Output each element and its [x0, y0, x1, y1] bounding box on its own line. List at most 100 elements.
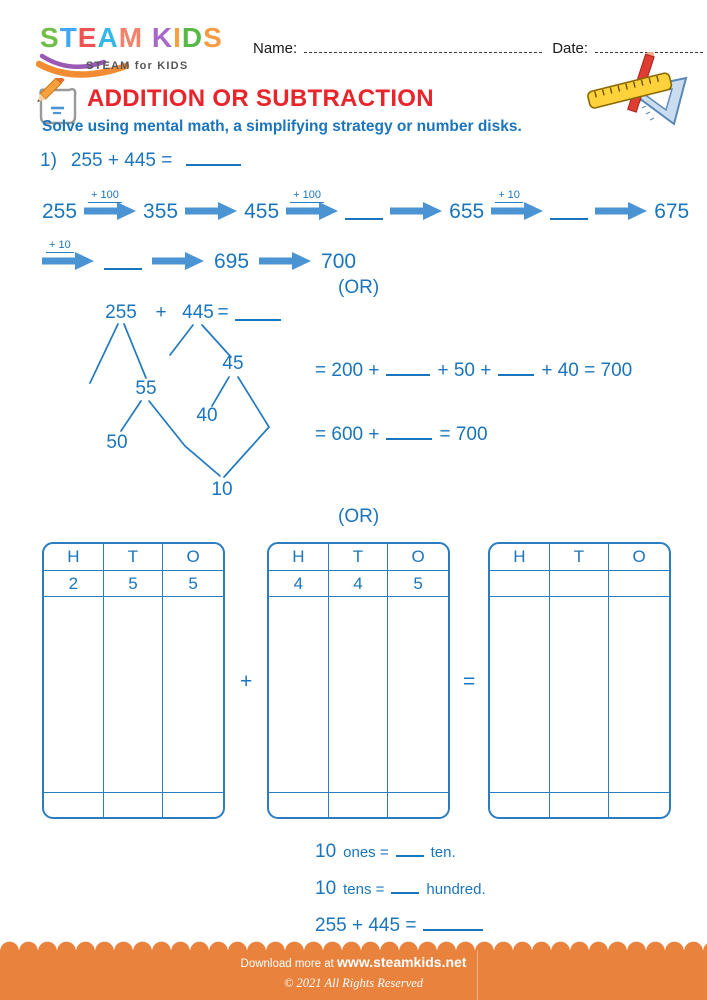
equation-text: = 600 +: [315, 424, 380, 445]
arrow-increment-label: + 10: [495, 189, 523, 203]
bond-addend-2: 445: [182, 302, 214, 323]
bond-node-45: 45: [222, 353, 244, 374]
pv-header-cell: T: [328, 544, 389, 571]
numberline-number: 255: [42, 200, 78, 223]
pv-workspace-cell: [328, 597, 389, 793]
tables-equals-sign: =: [463, 670, 476, 693]
logo-letter: A: [97, 22, 119, 53]
answer-blank: [498, 359, 535, 376]
numberline-number: 655: [449, 200, 485, 223]
final-equation: 255 + 445 =: [315, 915, 417, 936]
pv-digit-cell: [490, 571, 550, 597]
regroup-number: 10: [315, 878, 337, 899]
arrow-increment-label: + 100: [290, 189, 324, 203]
answer-blank: [345, 203, 384, 220]
arrow-increment-label: + 100: [88, 189, 122, 203]
number-bond-lines: [89, 323, 271, 478]
bond-plus-sign: +: [155, 302, 167, 323]
pv-digit-cell: [549, 571, 610, 597]
pv-footer-cell: [388, 793, 448, 817]
arrow-right-icon: + 100: [84, 189, 137, 220]
or-label-1: (OR): [338, 277, 380, 298]
pv-footer-cell: [550, 793, 610, 817]
page-title: ADDITION OR SUBTRACTION: [87, 85, 434, 112]
answer-blank: [186, 149, 242, 166]
or-label-2: (OR): [338, 506, 380, 527]
expanded-equation-1: = 200 + + 50 + + 40 = 700: [315, 359, 632, 382]
equation-text: + 40 = 700: [541, 360, 633, 381]
bond-node-10: 10: [211, 479, 233, 500]
expanded-equation-2: = 600 + = 700: [315, 423, 488, 446]
pv-digit-cell: 5: [163, 571, 223, 597]
pv-digit-cell: 2: [44, 571, 104, 597]
pv-workspace-cell: [44, 597, 104, 793]
tables-plus-sign: +: [240, 670, 253, 693]
equation-text: + 50 +: [437, 360, 492, 381]
pv-header-cell: O: [388, 544, 448, 571]
numberline-number: 700: [321, 250, 357, 273]
bond-addend-1: 255: [105, 302, 137, 323]
answer-blank: [423, 914, 484, 931]
steam-kids-logo: STEAM KIDS: [40, 22, 223, 54]
answer-blank: [395, 840, 424, 857]
pv-footer-cell: [329, 793, 389, 817]
regroup-text: ten.: [430, 844, 456, 861]
date-fill-line: [595, 38, 704, 53]
problem-index: 1): [40, 150, 57, 171]
pv-header-cell: T: [103, 544, 164, 571]
pv-footer-cell: [44, 793, 104, 817]
answer-blank: [235, 304, 281, 321]
bond-node-50: 50: [106, 432, 128, 453]
name-fill-line: [304, 38, 543, 53]
conclusion-lines: 10 ones = ten. 10 tens = hundred. 255 + …: [315, 840, 486, 951]
answer-blank: [104, 253, 142, 270]
problem-statement: 1) 255 + 445 =: [40, 149, 242, 172]
pv-digit-cell: 4: [328, 571, 389, 597]
pv-workspace-cell: [269, 597, 329, 793]
pv-footer-cell: [269, 793, 329, 817]
arrow-right-icon: [259, 252, 312, 270]
pv-workspace-cell: [490, 597, 550, 793]
arrow-right-icon: + 10: [42, 239, 94, 270]
arrow-right-icon: [185, 202, 238, 220]
logo-letter: [143, 22, 152, 53]
problem-equation: 255 + 445 =: [70, 150, 173, 171]
regroup-text: tens =: [343, 881, 385, 898]
footer-copyright: © 2021 All Rights Reserved: [283, 976, 424, 990]
bond-node-40: 40: [196, 405, 218, 426]
pv-workspace-cell: [609, 597, 669, 793]
regroup-number: 10: [315, 841, 337, 862]
logo-tagline: STEAM for KIDS: [86, 60, 189, 72]
ruler-triangle-icon: [587, 52, 688, 126]
website-link[interactable]: www.steamkids.net: [337, 954, 467, 970]
number-bond-diagram: 255 + 445 = 55 45 50 40 10: [85, 300, 320, 515]
footer-band: [0, 950, 707, 1000]
pv-footer-cell: [609, 793, 669, 817]
pv-digit-cell: 5: [388, 571, 448, 597]
regroup-text: hundred.: [426, 881, 486, 898]
footer-divider: [477, 950, 478, 1000]
answer-blank: [391, 877, 420, 894]
pv-digit-cell: [609, 571, 669, 597]
tens-regroup-line: 10 tens = hundred.: [315, 877, 486, 900]
download-label: Download more at: [240, 958, 334, 970]
footer-download-line: Download more at www.steamkids.net: [0, 954, 707, 970]
equation-text: = 200 +: [315, 360, 380, 381]
logo-letter: T: [59, 22, 78, 53]
pv-header-cell: H: [269, 544, 329, 571]
arrow-right-icon: [390, 202, 443, 220]
date-label: Date:: [552, 40, 589, 57]
name-label: Name:: [253, 40, 298, 57]
instruction-text: Solve using mental math, a simplifying s…: [42, 118, 522, 135]
arrow-increment-label: + 10: [46, 239, 74, 253]
arrow-right-icon: [152, 252, 204, 270]
logo-letter: E: [77, 22, 98, 53]
logo-letter: S: [40, 22, 60, 53]
final-equation-line: 255 + 445 =: [315, 914, 486, 937]
pv-header-cell: T: [549, 544, 610, 571]
